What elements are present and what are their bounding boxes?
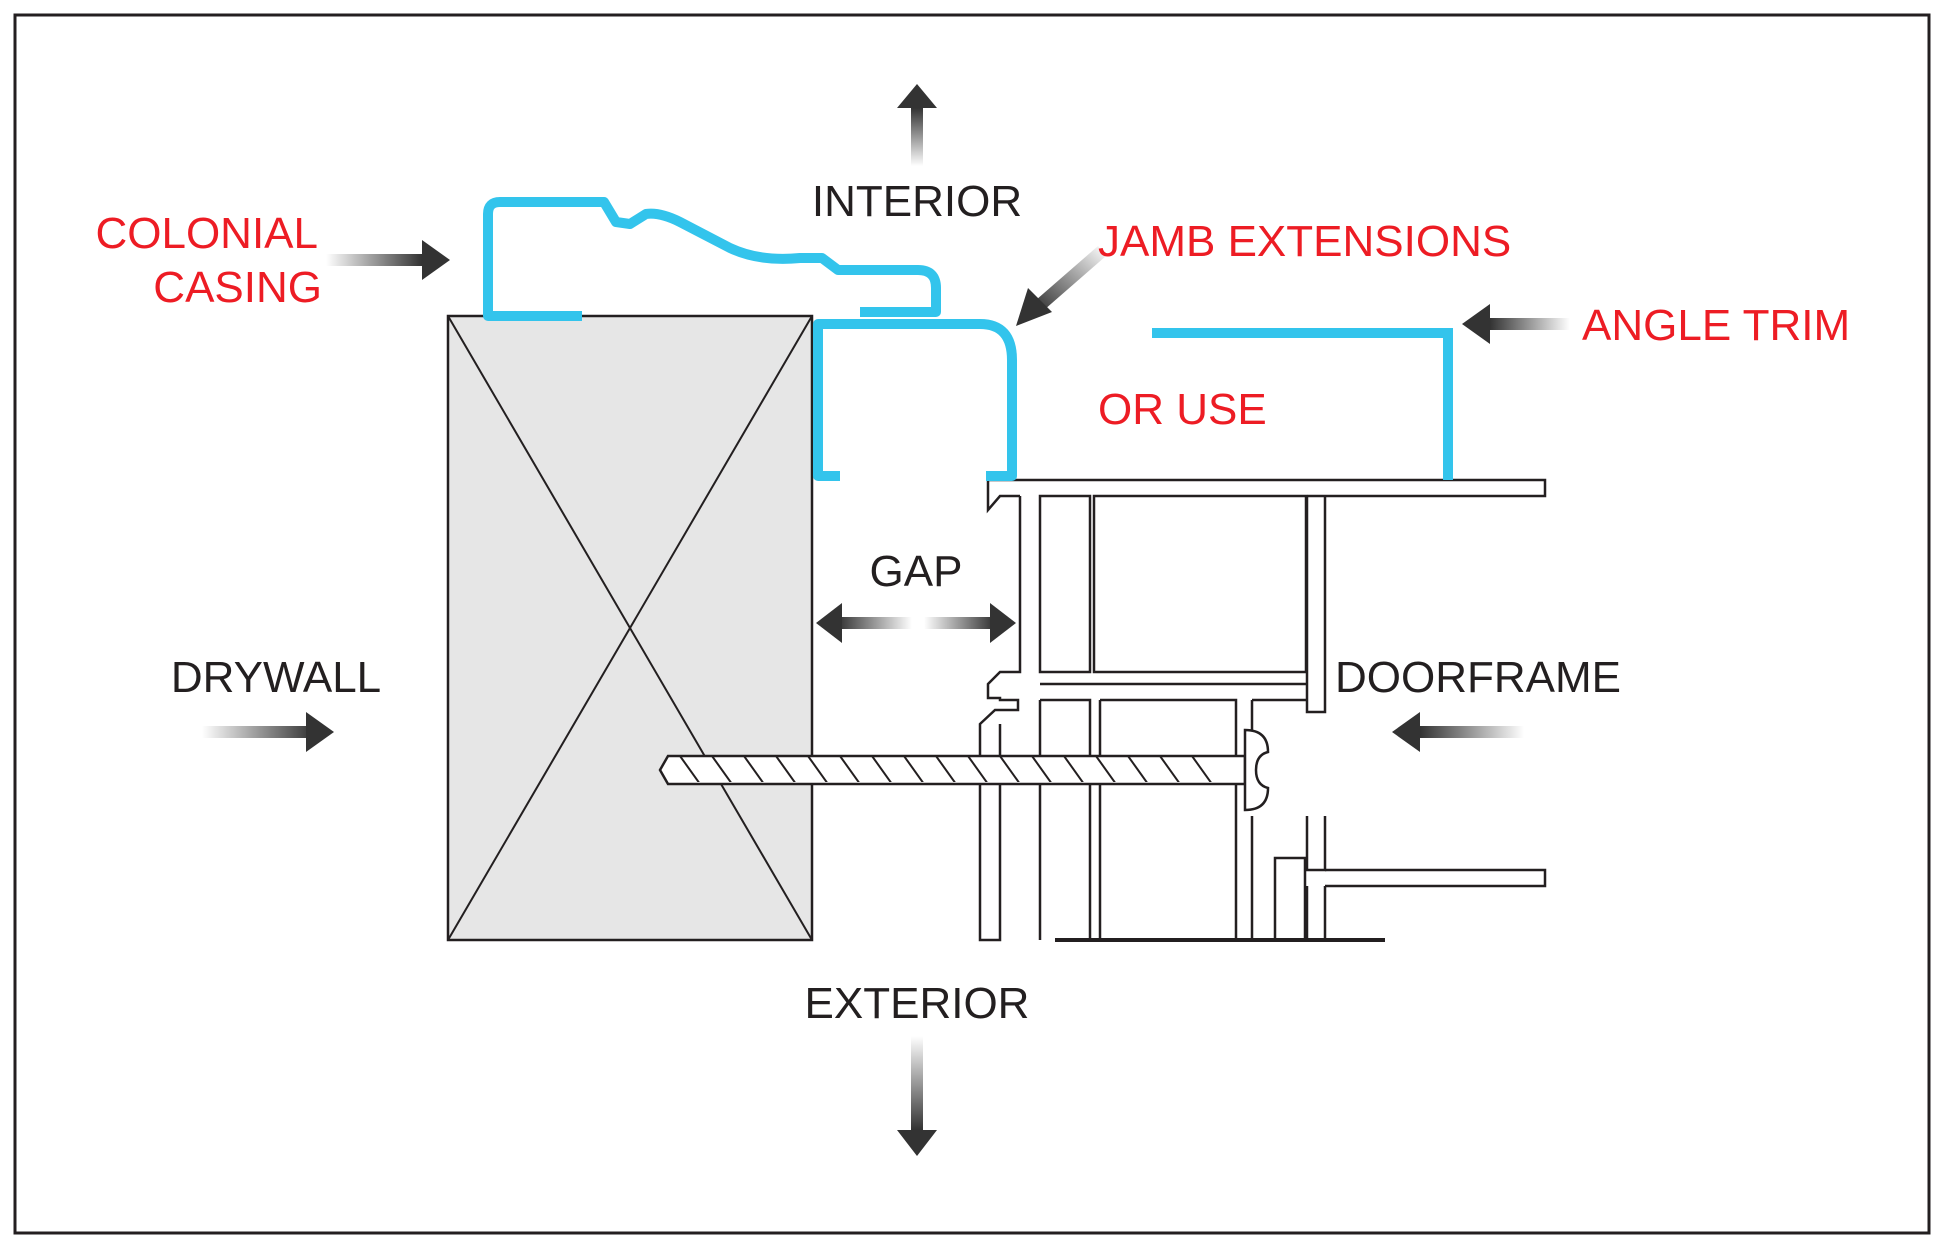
jamb-extensions-arrow — [1016, 246, 1106, 326]
colonial-casing-arrow — [326, 240, 450, 280]
interior-arrow — [897, 84, 937, 166]
colonial-casing-label-line1: COLONIAL — [95, 209, 318, 258]
doorframe-label: DOORFRAME — [1335, 653, 1621, 702]
jamb-extension-trim — [813, 319, 1017, 481]
exterior-arrow — [897, 1036, 937, 1156]
gap-label: GAP — [870, 547, 963, 596]
drywall-arrow — [202, 712, 334, 752]
jamb-extensions-label: JAMB EXTENSIONS — [1098, 217, 1511, 266]
or-use-label: OR USE — [1098, 385, 1267, 434]
interior-label: INTERIOR — [812, 177, 1022, 226]
angle-trim-arrow — [1462, 304, 1570, 344]
gap-arrow — [816, 603, 1016, 643]
doorframe-profile — [978, 478, 1547, 942]
colonial-casing-label-line2: CASING — [153, 263, 322, 312]
screw — [658, 728, 1270, 812]
colonial-casing-trim — [483, 197, 941, 321]
drywall-block — [446, 314, 814, 942]
drywall-label: DRYWALL — [171, 653, 381, 702]
exterior-label: EXTERIOR — [805, 979, 1030, 1028]
angle-trim-label: ANGLE TRIM — [1582, 301, 1850, 350]
diagram-border — [13, 13, 1931, 1235]
angle-trim — [1152, 328, 1453, 480]
doorframe-arrow — [1392, 712, 1524, 752]
